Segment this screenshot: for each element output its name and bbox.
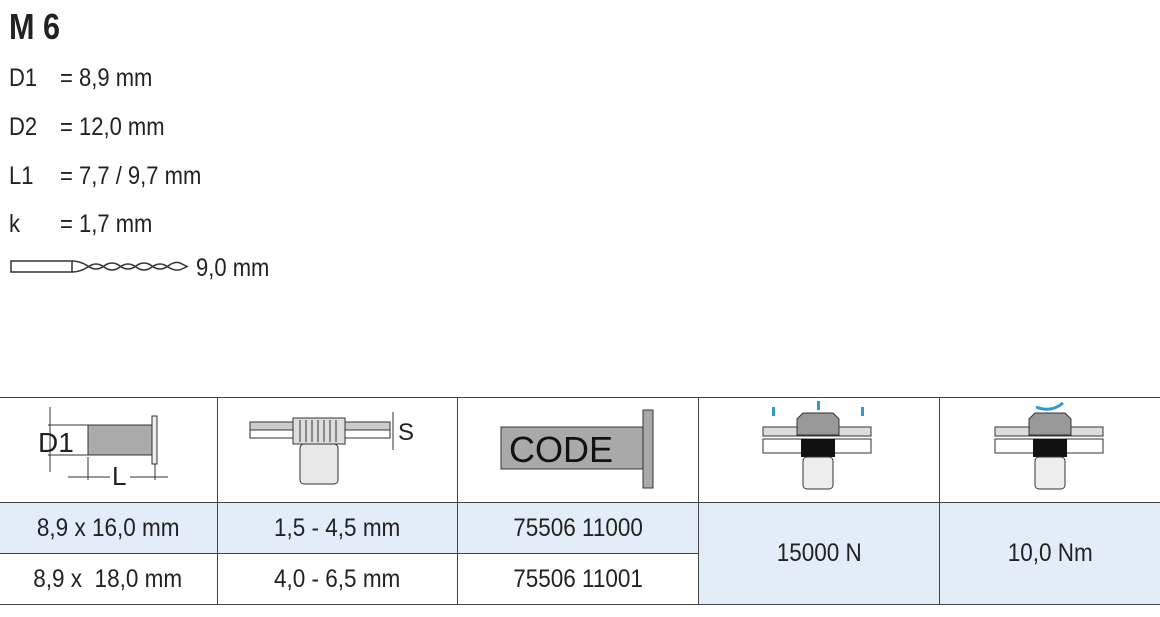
drill-diameter: 9,0 mm — [196, 254, 270, 282]
grip-range-header: S — [217, 397, 458, 503]
rivet-dimensions-icon: D1 L — [38, 406, 168, 491]
code-cell: 75506 11001 — [457, 553, 699, 605]
torque-icon — [994, 401, 1103, 490]
grip-cell: 4,0 - 6,5 mm — [217, 553, 458, 605]
spec-k: k= 1,7 mm — [9, 210, 153, 238]
spec-l1: L1= 7,7 / 9,7 mm — [9, 162, 202, 190]
table-row: 8,9 x 18,0 mm 4,0 - 6,5 mm 75506 11001 — [0, 553, 1160, 605]
grip-range-icon: S — [249, 411, 414, 484]
page-title: M 6 — [9, 6, 61, 47]
force-cell: 15000 N — [698, 502, 940, 605]
code-header: CODE — [457, 397, 699, 503]
dimensions-header: D1 L — [0, 397, 218, 503]
size-cell: 8,9 x 18,0 mm — [0, 553, 218, 605]
code-label-icon: CODE — [500, 409, 654, 488]
svg-text:CODE: CODE — [509, 429, 613, 470]
product-table: D1 L S CODE — [0, 397, 1160, 605]
table-header-row: D1 L S CODE — [0, 397, 1160, 503]
torque-cell: 10,0 Nm — [939, 502, 1160, 605]
code-cell: 75506 11000 — [457, 502, 699, 554]
spec-d1: D1= 8,9 mm — [9, 64, 153, 92]
svg-text:S: S — [398, 419, 414, 446]
table-row: 8,9 x 16,0 mm 1,5 - 4,5 mm 75506 11000 1… — [0, 502, 1160, 605]
size-cell: 8,9 x 16,0 mm — [0, 502, 218, 554]
svg-text:L: L — [112, 461, 126, 491]
svg-text:D1: D1 — [38, 427, 74, 458]
pull-force-icon — [762, 401, 872, 490]
grip-cell: 1,5 - 4,5 mm — [217, 502, 458, 554]
drill-bit-icon — [10, 260, 189, 273]
torque-header — [939, 397, 1160, 503]
pull-force-header — [698, 397, 940, 503]
spec-d2: D2= 12,0 mm — [9, 113, 165, 141]
